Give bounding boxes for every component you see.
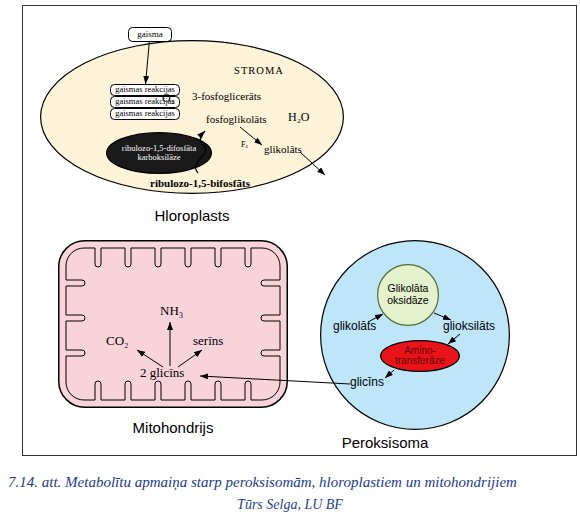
box-outline <box>111 109 180 120</box>
inner-membrane-cristae <box>66 248 280 400</box>
enzyme-circle: Glikolāta oksidāze <box>377 264 439 326</box>
light-box: gaisma <box>128 27 172 42</box>
reaction-arrow <box>178 350 202 367</box>
molecule-label: 3-fosfoglicerāts <box>192 90 261 102</box>
molecule-label: glikolāts <box>333 320 376 333</box>
reaction-arrow <box>434 313 451 320</box>
ellipse-outline <box>41 41 344 194</box>
calvin-arrow <box>196 131 206 173</box>
rubisco-ellipse: ribulozo-1,5-difosfāta karboksilāze <box>106 132 212 174</box>
figure-caption: 7.14. att. Metabolītu apmaiņa starp pero… <box>8 474 517 491</box>
node-text: Peroksisoma <box>290 433 480 453</box>
edge-layer <box>146 42 150 84</box>
molecule-label: CO₂ <box>106 334 129 348</box>
node-text: STROMA <box>224 64 294 78</box>
reaction-arrow <box>385 370 394 378</box>
box-outline <box>129 28 172 42</box>
reaction-arrow <box>137 350 163 367</box>
molecule-label: NH₃ <box>160 304 183 318</box>
node-text: Amino- transferāze <box>386 340 454 372</box>
node-text: Mitohondrijs <box>58 418 288 438</box>
molecule-label: O₂ <box>162 92 175 105</box>
molecule-label: 2 glicīns <box>140 366 184 380</box>
export-arrow <box>300 152 325 175</box>
ellipse-outline <box>381 341 460 372</box>
ellipse-outline <box>321 241 510 430</box>
node-text: gaismas reakcijas <box>110 108 180 120</box>
outer-membrane <box>59 241 288 408</box>
node-text: gaisma <box>128 27 172 42</box>
connector-arrow <box>146 42 150 84</box>
molecule-label: serīns <box>193 334 223 348</box>
ellipse-outline <box>107 133 212 174</box>
figure-frame <box>23 6 577 456</box>
node-text: ribulozo-1,5-difosfāta karboksilāze <box>110 132 208 174</box>
reaction-arrow <box>170 322 171 366</box>
node-text: Glikolāta oksidāze <box>380 264 436 326</box>
node-text: Hloroplasts <box>40 206 344 226</box>
light-reaction-box: gaismas reakcijas <box>110 108 180 120</box>
molecule-label: glioksilāts <box>443 320 495 333</box>
author-credit: Tūrs Selga, LU BF <box>0 497 580 512</box>
molecule-label: glicīns <box>350 376 384 389</box>
enzyme-ellipse: Amino- transferāze <box>380 340 460 372</box>
peroxisome-circle: PeroksisomaGlikolāta oksidāzeAmino- tran… <box>320 240 510 430</box>
molecule-label: glikolāts <box>264 143 302 155</box>
molecule-label: H₂O <box>288 111 310 124</box>
reaction-arrow <box>448 334 460 344</box>
molecule-label: ribulozo-1,5-bifosfāts <box>150 177 250 189</box>
ellipse-outline <box>378 265 439 326</box>
transport-arrow <box>200 376 350 384</box>
molecule-label: fosfoglikolāts <box>206 113 267 125</box>
node-shape <box>58 240 288 408</box>
enzyme-label: Fₐ <box>241 141 248 150</box>
mitochondrion-box: Mitohondrijs <box>58 240 288 408</box>
